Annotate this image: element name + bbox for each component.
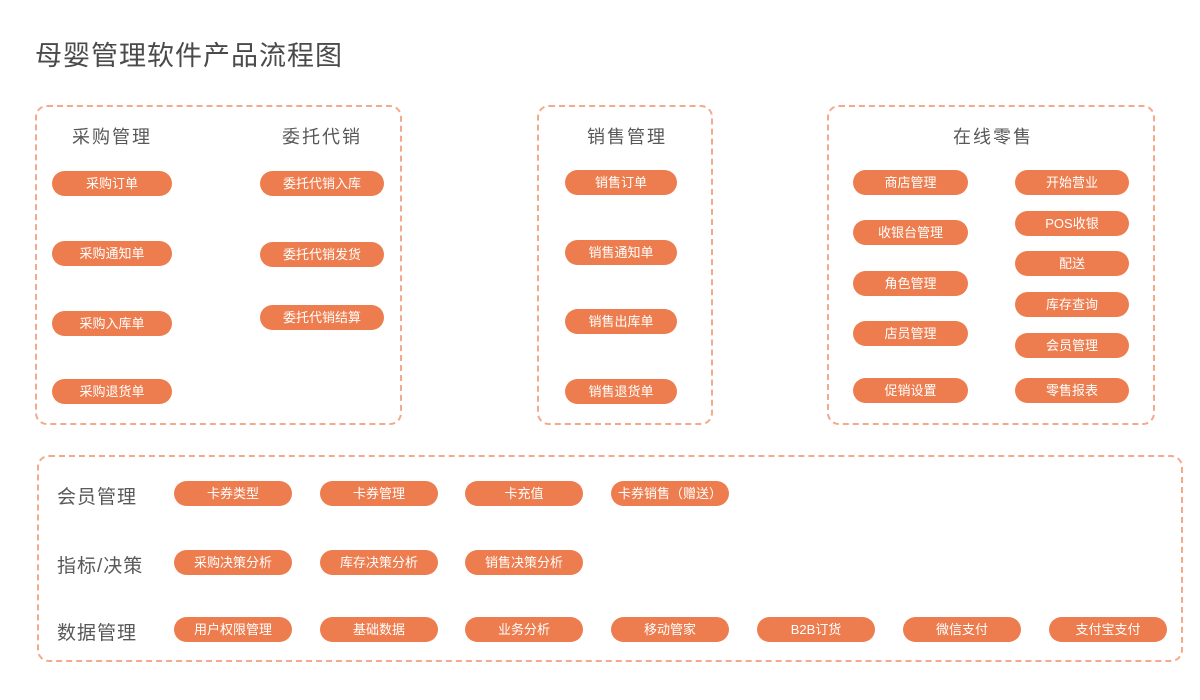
node-cashier-management: 收银台管理 [853, 220, 968, 245]
node-sales-notice: 销售通知单 [565, 240, 677, 265]
node-wechat-pay: 微信支付 [903, 617, 1021, 642]
node-purchase-notice: 采购通知单 [52, 241, 172, 266]
node-delivery: 配送 [1015, 251, 1129, 276]
node-sales-decision-analysis: 销售决策分析 [465, 550, 583, 575]
node-purchase-order: 采购订单 [52, 171, 172, 196]
node-open-business: 开始营业 [1015, 170, 1129, 195]
node-sales-return: 销售退货单 [565, 379, 677, 404]
node-card-manage: 卡券管理 [320, 481, 438, 506]
node-retail-report: 零售报表 [1015, 378, 1129, 403]
section-heading-online-retail: 在线零售 [953, 127, 1033, 147]
node-purchase-return: 采购退货单 [52, 379, 172, 404]
node-user-permission: 用户权限管理 [174, 617, 292, 642]
sales-box: 销售管理 销售订单 销售通知单 销售出库单 销售退货单 [537, 105, 713, 425]
node-purchase-inbound: 采购入库单 [52, 311, 172, 336]
online-retail-box: 在线零售 商店管理 收银台管理 角色管理 店员管理 促销设置 开始营业 POS收… [827, 105, 1155, 425]
node-alipay-pay: 支付宝支付 [1049, 617, 1167, 642]
node-card-sale-gift: 卡券销售（赠送） [611, 481, 729, 506]
procurement-consignment-box: 采购管理 委托代销 采购订单 采购通知单 采购入库单 采购退货单 委托代销入库 … [35, 105, 402, 425]
node-consignment-shipping: 委托代销发货 [260, 242, 384, 267]
row-label-member-management: 会员管理 [57, 487, 138, 508]
node-business-analysis: 业务分析 [465, 617, 583, 642]
node-mobile-manager: 移动管家 [611, 617, 729, 642]
node-basic-data: 基础数据 [320, 617, 438, 642]
section-heading-procurement: 采购管理 [72, 127, 152, 147]
node-inventory-query: 库存查询 [1015, 292, 1129, 317]
node-sales-outbound: 销售出库单 [565, 309, 677, 334]
node-store-management: 商店管理 [853, 170, 968, 195]
section-heading-sales: 销售管理 [587, 127, 667, 147]
node-card-type: 卡券类型 [174, 481, 292, 506]
node-inventory-decision-analysis: 库存决策分析 [320, 550, 438, 575]
node-promotion-settings: 促销设置 [853, 378, 968, 403]
node-role-management: 角色管理 [853, 271, 968, 296]
node-card-recharge: 卡充值 [465, 481, 583, 506]
node-pos-cashier: POS收银 [1015, 211, 1129, 236]
section-heading-consignment: 委托代销 [282, 127, 362, 147]
node-sales-order: 销售订单 [565, 170, 677, 195]
node-clerk-management: 店员管理 [853, 321, 968, 346]
node-purchase-decision-analysis: 采购决策分析 [174, 550, 292, 575]
shared-modules-box: 会员管理 卡券类型 卡券管理 卡充值 卡券销售（赠送） 指标/决策 采购决策分析… [37, 455, 1183, 662]
row-label-data-management: 数据管理 [57, 623, 138, 644]
node-consignment-settle: 委托代销结算 [260, 305, 384, 330]
node-member-management: 会员管理 [1015, 333, 1129, 358]
page-title: 母婴管理软件产品流程图 [35, 41, 343, 71]
row-label-decision: 指标/决策 [57, 556, 144, 577]
node-consignment-inbound: 委托代销入库 [260, 171, 384, 196]
node-b2b-ordering: B2B订货 [757, 617, 875, 642]
